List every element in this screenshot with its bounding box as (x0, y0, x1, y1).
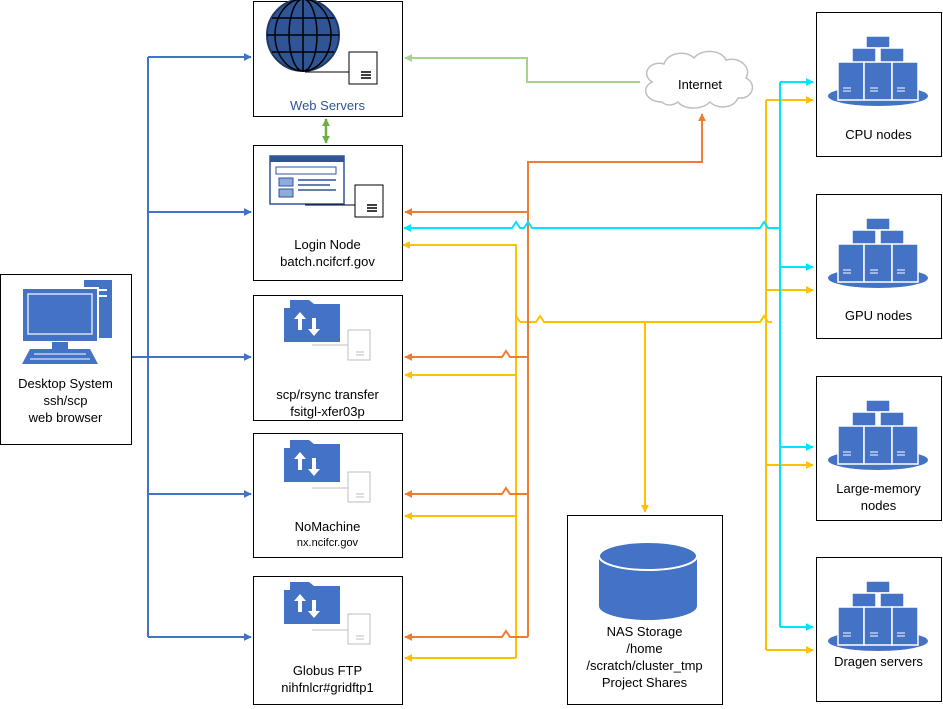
file-transfer-icon (284, 440, 371, 503)
globus-label-line: nihfnlcr#gridftp1 (281, 680, 374, 695)
file-transfer-icon (284, 582, 371, 645)
nomachine-label-line: NoMachine (294, 519, 361, 534)
desktop-computer-icon (21, 280, 112, 364)
desktop-label-line: web browser (28, 410, 103, 425)
globe-icon (266, 0, 340, 72)
desktop-label-line: Desktop System (18, 376, 113, 391)
large-memory-label-line: Large-memory (836, 481, 921, 496)
large-memory-label-line: nodes (860, 498, 897, 513)
scp-transfer-label-line: fsitgl-xfer03p (290, 404, 365, 419)
nomachine-sub-label: nx.ncifcr.gov (296, 537, 359, 549)
large-memory-label: Large-memory nodes (816, 480, 941, 514)
internet-web-connection (404, 54, 640, 83)
dragen-label-line: Dragen servers (834, 654, 923, 669)
desktop-label: Desktop System ssh/scp web browser (0, 375, 131, 426)
login-node-label-line: batch.ncifcrf.gov (280, 254, 375, 269)
nas-label-line: /home (626, 641, 663, 656)
scp-transfer-label-line: scp/rsync transfer (276, 387, 379, 402)
web-servers-label: Web Servers (253, 97, 402, 114)
gpu-label-line: GPU nodes (844, 308, 913, 323)
internet-access-connections (404, 113, 706, 641)
gpu-label: GPU nodes (816, 307, 941, 324)
dragen-label: Dragen servers (816, 653, 941, 670)
database-icon (598, 541, 698, 620)
cloud-icon (644, 50, 754, 109)
cpu-label: CPU nodes (816, 126, 941, 143)
globus-label: Globus FTP nihfnlcr#gridftp1 (253, 662, 402, 696)
desktop-connections (132, 53, 252, 641)
login-node-label-line: Login Node (294, 237, 361, 252)
scp-transfer-label: scp/rsync transfer fsitgl-xfer03p (253, 386, 402, 420)
nomachine-label: NoMachine nx.ncifcr.gov (253, 518, 402, 551)
login-node-label: Login Node batch.ncifcrf.gov (253, 236, 402, 270)
nas-label-line: /scratch/cluster_tmp (586, 658, 703, 673)
desktop-label-line: ssh/scp (43, 393, 88, 408)
web-servers-label-line: Web Servers (290, 98, 365, 113)
internet-label: Internet (660, 76, 740, 93)
internet-label-line: Internet (677, 77, 723, 92)
storage-connections (402, 96, 814, 662)
nas-label-line: NAS Storage (606, 624, 683, 639)
cpu-label-line: CPU nodes (845, 127, 912, 142)
nas-label-line: Project Shares (601, 675, 688, 690)
globus-label-line: Globus FTP (292, 663, 363, 678)
file-transfer-icon (284, 300, 371, 361)
application-window-icon (269, 155, 345, 205)
nas-label: NAS Storage /home /scratch/cluster_tmp P… (567, 623, 722, 691)
compute-connections (403, 78, 814, 631)
